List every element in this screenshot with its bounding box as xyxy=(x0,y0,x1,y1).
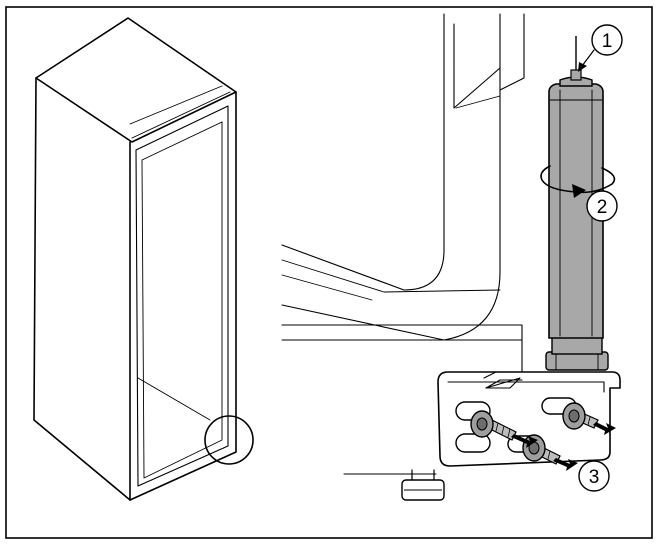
screw-left xyxy=(470,410,517,441)
removal-arrows xyxy=(511,422,616,471)
callout-1-label: 1 xyxy=(602,31,613,52)
callout-1: 1 xyxy=(578,24,623,72)
leveling-foot xyxy=(401,469,445,501)
rotation-arrow xyxy=(540,165,616,198)
callout-3-label: 3 xyxy=(589,467,600,488)
detail-circle xyxy=(204,415,254,465)
callout-3: 3 xyxy=(578,460,610,492)
callout-2: 2 xyxy=(586,190,618,222)
refrigerator-cabinet xyxy=(33,17,254,501)
water-filter-cartridge xyxy=(545,36,609,371)
interior-detail xyxy=(281,13,525,475)
screw-right xyxy=(562,402,599,430)
callout-2-label: 2 xyxy=(597,197,608,218)
